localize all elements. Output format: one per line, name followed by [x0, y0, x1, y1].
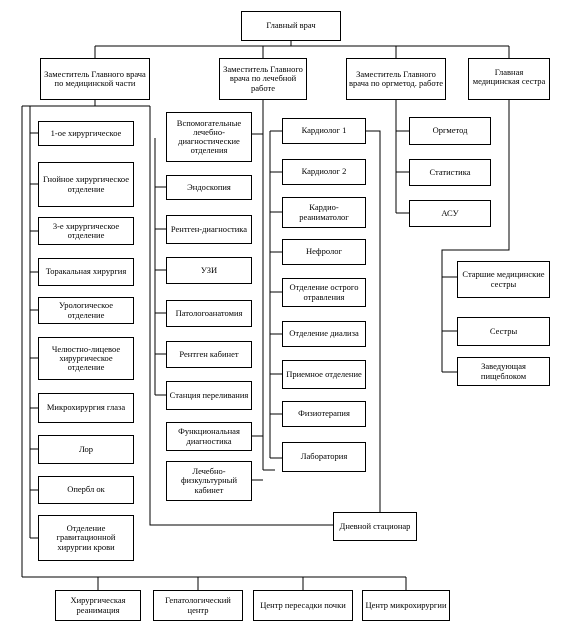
kidney-transplant-center-box: Центр пересадки почки: [253, 590, 353, 621]
deputy-orgmethod-box: Заместитель Главного врача по оргметод. …: [346, 58, 446, 100]
urology-box: Урологическое отделение: [38, 297, 134, 324]
thoracic-surgery-box: Торакальная хирургия: [38, 258, 134, 286]
connector-nurse-rail: [441, 100, 510, 373]
purulent-surgery-box: Гнойное хирургическое отделение: [38, 162, 134, 207]
transfusion-station-box: Станция переливания: [166, 381, 252, 410]
asu-box: АСУ: [409, 200, 491, 227]
connector-treat-right-rail: [252, 100, 275, 481]
day-hospital-box: Дневной стационар: [333, 512, 417, 541]
connector-cardio1-dayhospital: [366, 130, 381, 512]
hepatology-center-box: Гепатологический центр: [153, 590, 243, 621]
surgical-dept-3-box: 3-е хирургическое отделение: [38, 217, 134, 245]
xray-room-box: Рентген кабинет: [166, 341, 252, 368]
surgical-resuscitation-box: Хирургическая реанимация: [55, 590, 141, 621]
acute-poisoning-box: Отделение острого отравления: [282, 278, 366, 307]
eye-microsurgery-box: Микрохирургия глаза: [38, 393, 134, 423]
ultrasound-box: УЗИ: [166, 257, 252, 284]
orgmethod-box: Оргметод: [409, 117, 491, 145]
connector-med-to-dayhospital: [149, 106, 333, 526]
connector-bottom-centers: [22, 576, 407, 590]
connector-chief-deputies: [94, 41, 510, 58]
admission-box: Приемное отделение: [282, 360, 366, 389]
senior-nurses-box: Старшие медицинские сестры: [457, 261, 550, 298]
physical-therapy-room-box: Лечебно-физкультурный кабинет: [166, 461, 252, 501]
connector-med-left-rail: [21, 100, 150, 577]
connector-surgical-rail: [29, 106, 38, 539]
auxiliary-departments-box: Вспомогательные лечебно-диагностические …: [166, 112, 252, 162]
cardiologist-1-box: Кардиолог 1: [282, 118, 366, 144]
food-unit-head-box: Заведующая пищеблоком: [457, 357, 550, 386]
physiotherapy-box: Физиотерапия: [282, 401, 366, 427]
endoscopy-box: Эндоскопия: [166, 175, 252, 200]
ent-box: Лор: [38, 435, 134, 464]
functional-diagnostics-box: Функциональная диагностика: [166, 422, 252, 451]
head-nurse-box: Главная медицинская сестра: [468, 58, 550, 100]
chief-doctor-box: Главный врач: [241, 11, 341, 41]
deputy-treatment-box: Заместитель Главного врача по лечебной р…: [219, 58, 307, 100]
nephrologist-box: Нефролог: [282, 239, 366, 265]
pathology-box: Патологоанатомия: [166, 300, 252, 327]
statistics-box: Статистика: [409, 159, 491, 186]
connector-cardio-rail: [269, 130, 282, 459]
connector-treat-aux: [252, 100, 264, 135]
surgical-dept-1-box: 1-ое хирургическое: [38, 121, 134, 146]
xray-diagnostics-box: Рентген-диагностика: [166, 215, 252, 244]
microsurgery-center-box: Центр микрохирургии: [362, 590, 450, 621]
gravitational-surgery-box: Отделение гравитационной хирургии крови: [38, 515, 134, 561]
maxillofacial-box: Челюстно-лицевое хирургическое отделение: [38, 337, 134, 380]
connector-aux-rail: [154, 138, 166, 396]
dialysis-box: Отделение диализа: [282, 321, 366, 347]
nurses-box: Сестры: [457, 317, 550, 346]
operating-block-box: Опербл ок: [38, 476, 134, 504]
laboratory-box: Лаборатория: [282, 442, 366, 472]
connector-org-rail: [395, 100, 409, 214]
cardiologist-2-box: Кардиолог 2: [282, 159, 366, 185]
deputy-medical-box: Заместитель Главного врача по медицинско…: [40, 58, 150, 100]
cardio-resuscitator-box: Кардио-реаниматолог: [282, 197, 366, 228]
